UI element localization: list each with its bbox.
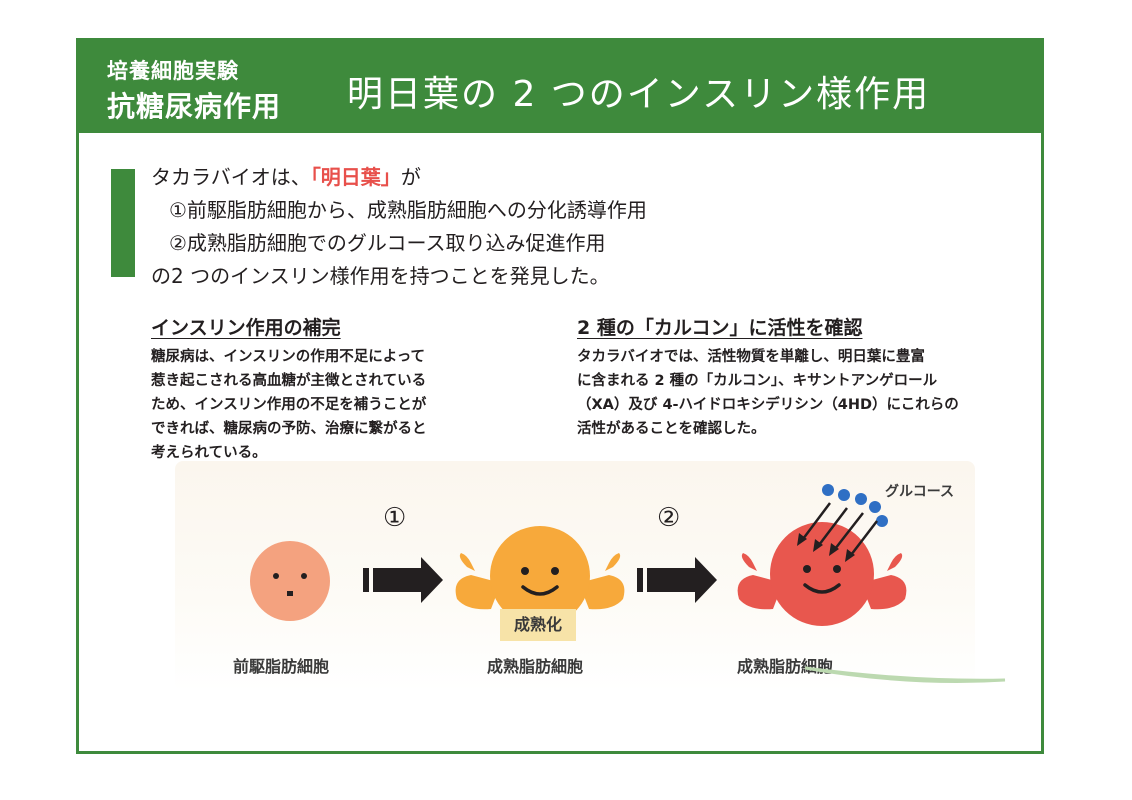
arrow-1-icon: [363, 557, 443, 603]
left-section-body: 糖尿病は、インスリンの作用不足によって 惹き起こされる高血糖が主徴とされている …: [151, 345, 427, 465]
glucose-label: グルコース: [885, 484, 955, 500]
active-mature-cell-label: 成熟脂肪細胞: [737, 657, 834, 676]
precursor-cell-label: 前駆脂肪細胞: [233, 657, 330, 676]
header-category-line2: 抗糖尿病作用: [107, 90, 282, 123]
slide-frame: 培養細胞実験 抗糖尿病作用 明日葉の 2 つのインスリン様作用 タカラバイオは、…: [76, 38, 1044, 754]
maturation-badge: 成熟化: [500, 609, 576, 641]
slide-title: 明日葉の 2 つのインスリン様作用: [347, 74, 931, 115]
intro-accent-bar: [111, 169, 135, 277]
mature-cell-icon: [455, 526, 625, 626]
left-section-heading: インスリン作用の補完: [151, 317, 341, 339]
intro-line-1-suffix: が: [400, 165, 421, 189]
header-category-line1: 培養細胞実験: [107, 59, 239, 83]
step-2-label: ②: [657, 503, 681, 533]
left-section-line: できれば、糖尿病の予防、治療に繋がると: [151, 421, 427, 437]
glucose-molecule-icons: [822, 484, 888, 527]
slide-header: 培養細胞実験 抗糖尿病作用 明日葉の 2 つのインスリン様作用: [79, 41, 1041, 133]
left-section-line: 考えられている。: [151, 445, 267, 461]
cell-diagram-svg: [250, 484, 907, 626]
left-section-line: 糖尿病は、インスリンの作用不足によって: [151, 349, 426, 365]
right-section-line: タカラバイオでは、活性物質を単離し、明日葉に豊富: [577, 349, 925, 365]
intro-line-1-prefix: タカラバイオは、: [151, 165, 311, 189]
left-section-line: 惹き起こされる高血糖が主徴とされている: [151, 373, 427, 389]
step-1-label: ①: [383, 503, 407, 533]
decorative-swoosh: [804, 666, 1006, 683]
cell-illustration: ① ② グルコース 成熟化 前駆脂肪細胞 成熟脂肪細胞 成熟脂肪細胞: [175, 461, 975, 691]
mature-cell-label: 成熟脂肪細胞: [487, 657, 584, 676]
right-section-line: （XA）及び 4-ハイドロキシデリシン（4HD）にこれらの: [577, 397, 959, 413]
intro-paragraph: タカラバイオは、「明日葉」が ①前駆脂肪細胞から、成熟脂肪細胞への分化誘導作用 …: [151, 161, 647, 293]
intro-highlight-ashitaba: 「明日葉」: [310, 165, 401, 189]
active-mature-cell-icon: [737, 522, 907, 626]
right-section-line: に含まれる 2 種の「カルコン」、キサントアンゲロール: [577, 373, 938, 389]
right-section-line: 活性があることを確認した。: [577, 421, 766, 437]
glucose-uptake-arrows: [797, 502, 878, 562]
right-section-body: タカラバイオでは、活性物質を単離し、明日葉に豊富 に含まれる 2 種の「カルコン…: [577, 345, 959, 441]
intro-line-2: ①前駆脂肪細胞から、成熟脂肪細胞への分化誘導作用: [169, 198, 647, 222]
right-section-heading: 2 種の「カルコン」に活性を確認: [577, 317, 863, 339]
intro-line-4: の2 つのインスリン様作用を持つことを発見した。: [151, 264, 610, 288]
arrow-2-icon: [637, 557, 717, 603]
intro-line-3: ②成熟脂肪細胞でのグルコース取り込み促進作用: [169, 231, 606, 255]
precursor-cell-icon: [250, 541, 330, 621]
left-section-line: ため、インスリン作用の不足を補うことが: [151, 397, 427, 413]
intro-line-1: タカラバイオは、「明日葉」が: [151, 161, 647, 194]
